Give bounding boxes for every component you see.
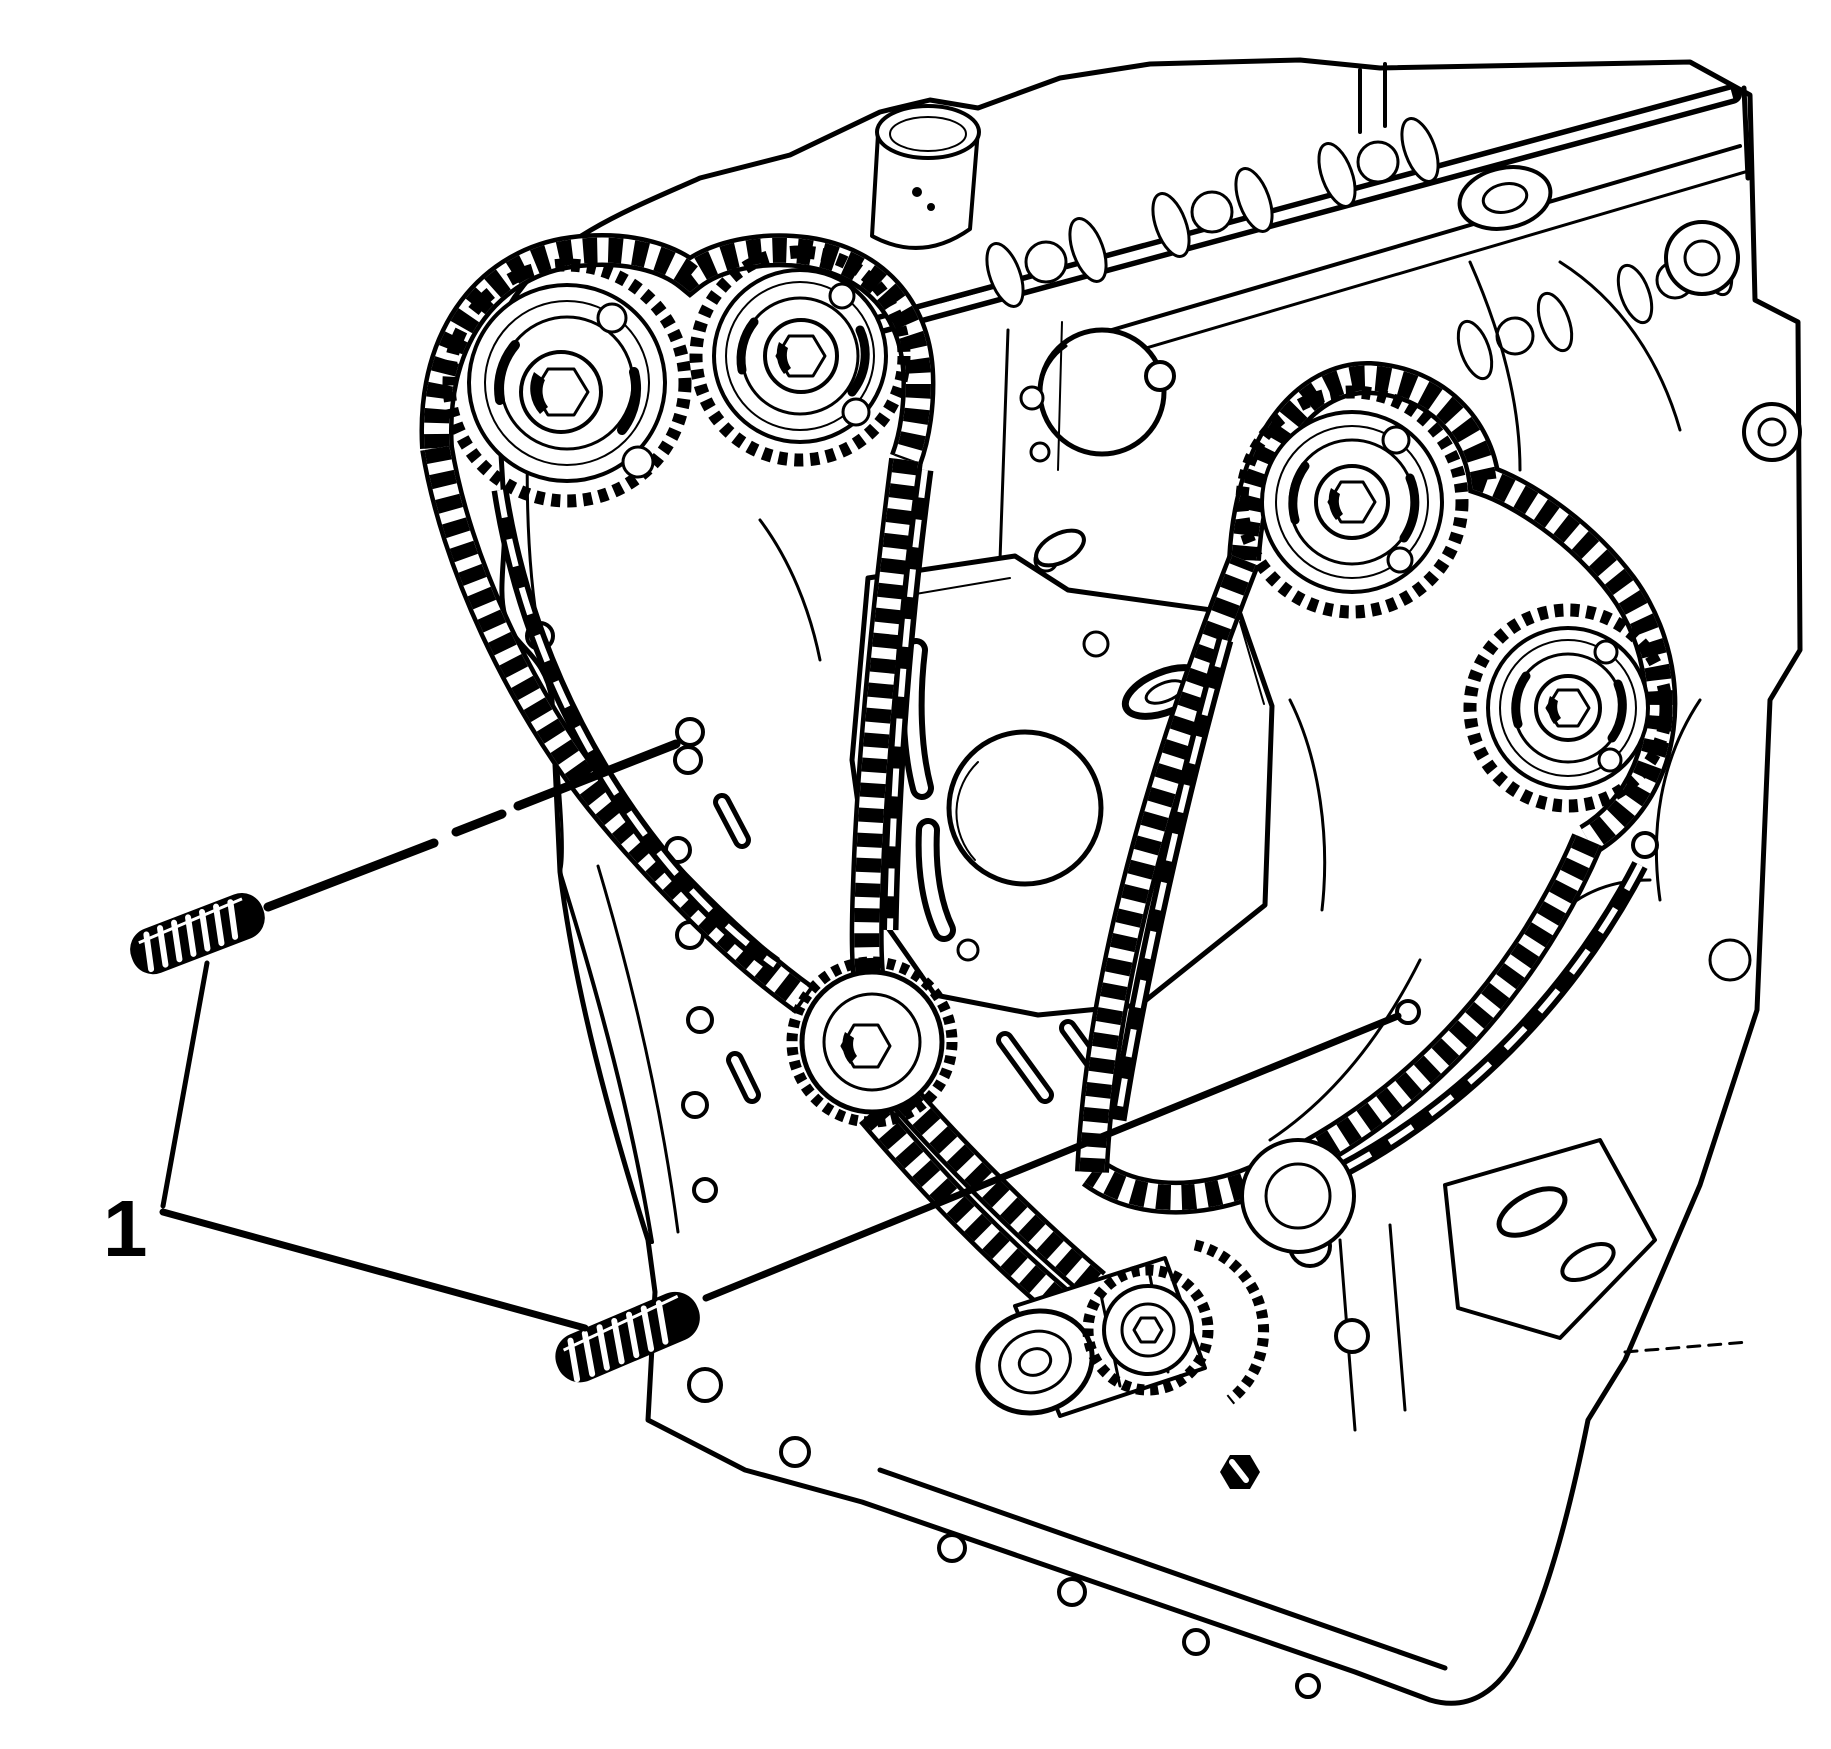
camshaft-lobes-rear xyxy=(985,117,1440,308)
leader-label-to-lower-stud xyxy=(159,1208,589,1332)
leader-lower-stud-to-bore xyxy=(702,1012,1402,1302)
leader-lines xyxy=(159,739,1402,1332)
front-cover-center-bore xyxy=(946,729,1104,887)
chain-guide-bolt-hole-upper xyxy=(675,717,705,747)
camshaft-end-cap xyxy=(870,104,981,250)
stud-lower xyxy=(555,1291,700,1383)
crankshaft-sprocket-hub xyxy=(786,956,958,1128)
cylinder-head-camshafts xyxy=(842,84,1742,381)
stud-upper xyxy=(130,892,265,975)
crankshaft-drive xyxy=(786,956,1356,1489)
left-exhaust-cam-sprocket xyxy=(689,245,911,467)
left-bank-chain-guides xyxy=(491,468,934,972)
callout-label-1: 1 xyxy=(103,1184,148,1273)
right-exhaust-cam-sprocket xyxy=(1463,603,1673,813)
right-bank-chain-guides xyxy=(1109,637,1659,1198)
oil-pump-sprocket xyxy=(1082,1264,1214,1396)
chain-guide-bolt-hole-lower xyxy=(1395,999,1421,1025)
right-intake-cam-sprocket xyxy=(1235,385,1469,619)
leader-label-to-upper-stud xyxy=(160,960,210,1209)
leader-dashed-upper-stud-to-bore xyxy=(263,739,681,912)
left-bank-timing-chain xyxy=(419,233,936,1014)
left-intake-cam-sprocket xyxy=(442,258,692,508)
